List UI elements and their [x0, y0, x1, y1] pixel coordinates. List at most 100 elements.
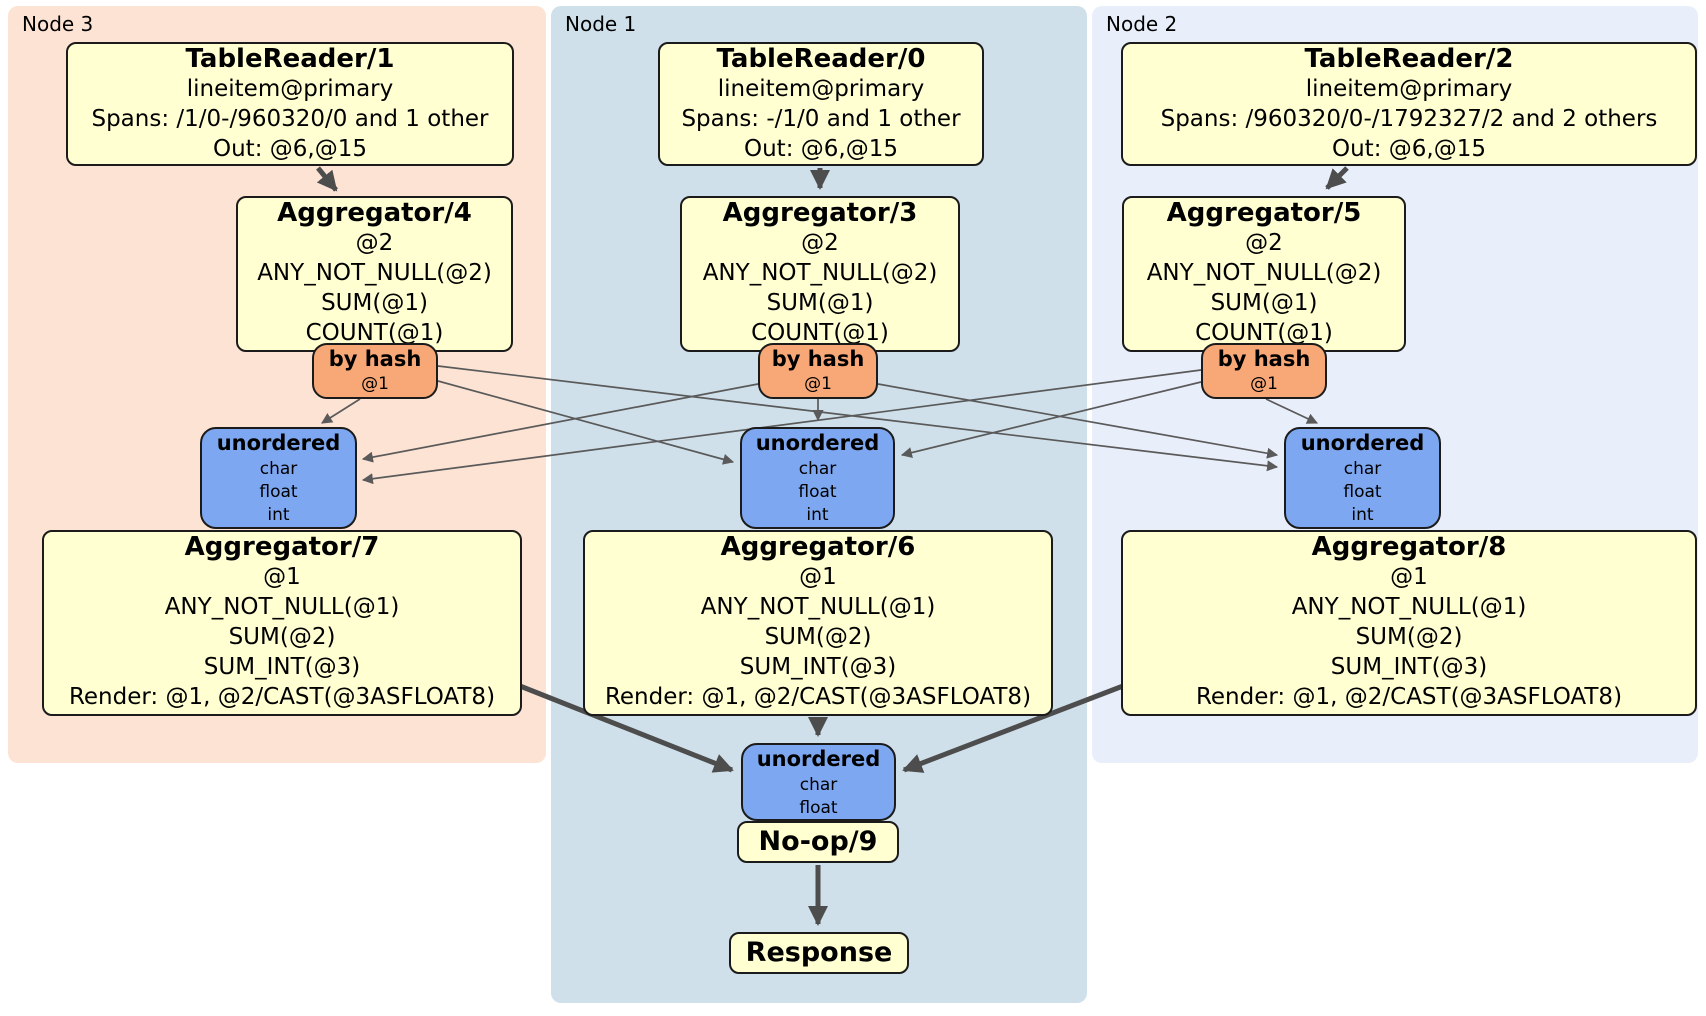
- box-line: COUNT(@1): [1195, 320, 1333, 346]
- box-line: SUM_INT(@3): [203, 654, 361, 680]
- router-title: by hash: [328, 347, 422, 371]
- edge-hash2-sync2: [1265, 398, 1318, 424]
- sync-type: int: [267, 505, 290, 525]
- box-line: Spans: -/1/0 and 1 other: [681, 106, 961, 132]
- box-line: ANY_NOT_NULL(@1): [164, 594, 400, 620]
- router-title: by hash: [1217, 347, 1311, 371]
- hash-router-node1: by hash @1: [758, 343, 878, 399]
- box-line: SUM(@2): [1355, 624, 1463, 650]
- box-title: Aggregator/7: [184, 532, 380, 562]
- box-line: ANY_NOT_NULL(@1): [1291, 594, 1527, 620]
- box-line: SUM(@2): [228, 624, 336, 650]
- hash-router-node3: by hash @1: [312, 343, 438, 399]
- box-title: TableReader/1: [185, 44, 395, 74]
- aggregator-5-box: Aggregator/5 @2 ANY_NOT_NULL(@2) SUM(@1)…: [1122, 196, 1406, 352]
- box-title: Aggregator/4: [277, 198, 472, 228]
- box-title: Aggregator/5: [1166, 198, 1362, 228]
- box-line: ANY_NOT_NULL(@2): [257, 260, 492, 286]
- router-title: by hash: [771, 347, 865, 371]
- node-label-3: Node 3: [22, 12, 94, 36]
- box-line: lineitem@primary: [1305, 76, 1513, 102]
- noop-box: No-op/9: [737, 821, 899, 863]
- edge-hash2-sync3: [361, 369, 1202, 485]
- router-key: @1: [1250, 374, 1278, 394]
- edge-tr2-agg5: [1325, 166, 1349, 190]
- edge-hash1-sync2: [877, 383, 1279, 459]
- box-title: TableReader/0: [716, 44, 926, 74]
- sync-type: char: [799, 775, 838, 795]
- box-line: SUM_INT(@3): [1330, 654, 1488, 680]
- box-line: Render: @1, @2/CAST(@3ASFLOAT8): [1195, 684, 1623, 710]
- unordered-sync-node3: unordered char float int: [200, 427, 357, 529]
- box-title: Aggregator/8: [1311, 532, 1507, 562]
- sync-type: char: [798, 459, 837, 479]
- box-line: SUM(@1): [766, 290, 874, 316]
- box-line: ANY_NOT_NULL(@1): [700, 594, 936, 620]
- box-line: @2: [355, 230, 394, 256]
- box-line: Out: @6,@15: [744, 136, 898, 162]
- box-line: @1: [1390, 564, 1428, 590]
- edge-agg8-sync: [902, 683, 1124, 773]
- router-key: @1: [804, 374, 832, 394]
- aggregator-8-box: Aggregator/8 @1 ANY_NOT_NULL(@1) SUM(@2)…: [1121, 530, 1697, 716]
- hash-router-node2: by hash @1: [1201, 343, 1327, 399]
- unordered-sync-node1: unordered char float int: [740, 427, 895, 529]
- sync-type: float: [259, 482, 298, 502]
- box-line: lineitem@primary: [717, 76, 925, 102]
- box-line: ANY_NOT_NULL(@2): [702, 260, 938, 286]
- box-line: lineitem@primary: [186, 76, 394, 102]
- aggregator-7-box: Aggregator/7 @1 ANY_NOT_NULL(@1) SUM(@2)…: [42, 530, 522, 716]
- box-line: SUM(@1): [321, 290, 428, 316]
- response-box: Response: [729, 932, 909, 974]
- edge-hash3-sync2: [437, 365, 1279, 472]
- box-title: No-op/9: [758, 826, 878, 857]
- box-line: @1: [799, 564, 837, 590]
- sync-type: int: [806, 505, 829, 525]
- edge-agg7-sync: [519, 683, 734, 773]
- unordered-sync-node2: unordered char float int: [1284, 427, 1441, 529]
- box-line: COUNT(@1): [305, 320, 444, 346]
- sync-type: float: [1343, 482, 1382, 502]
- box-line: SUM(@2): [764, 624, 872, 650]
- box-line: @1: [263, 564, 301, 590]
- box-title: TableReader/2: [1304, 44, 1514, 74]
- sync-type: float: [798, 482, 837, 502]
- box-line: Spans: /1/0-/960320/0 and 1 other: [91, 106, 489, 132]
- sync-type: int: [1351, 505, 1374, 525]
- sync-title: unordered: [756, 747, 881, 771]
- sync-title: unordered: [1300, 431, 1425, 455]
- sync-type: char: [259, 459, 298, 479]
- tablereader-0-box: TableReader/0 lineitem@primary Spans: -/…: [658, 42, 984, 166]
- box-title: Response: [745, 937, 893, 968]
- node-label-1: Node 1: [565, 12, 637, 36]
- box-line: @2: [1245, 230, 1283, 256]
- box-line: COUNT(@1): [751, 320, 889, 346]
- edge-hash1-sync3: [361, 383, 759, 463]
- box-line: SUM(@1): [1210, 290, 1318, 316]
- edge-hash3-sync1: [437, 380, 735, 465]
- aggregator-6-box: Aggregator/6 @1 ANY_NOT_NULL(@1) SUM(@2)…: [583, 530, 1053, 716]
- node-label-2: Node 2: [1106, 12, 1178, 36]
- router-key: @1: [361, 374, 389, 394]
- tablereader-1-box: TableReader/1 lineitem@primary Spans: /1…: [66, 42, 514, 166]
- box-line: Out: @6,@15: [1332, 136, 1486, 162]
- sync-title: unordered: [216, 431, 341, 455]
- edge-hash2-sync1: [900, 381, 1202, 459]
- tablereader-2-box: TableReader/2 lineitem@primary Spans: /9…: [1121, 42, 1697, 166]
- box-line: Out: @6,@15: [213, 136, 367, 162]
- box-line: Render: @1, @2/CAST(@3ASFLOAT8): [604, 684, 1032, 710]
- sync-title: unordered: [755, 431, 880, 455]
- edge-hash3-sync3: [321, 398, 361, 424]
- box-title: Aggregator/3: [722, 198, 918, 228]
- edge-tr1-agg4: [316, 166, 338, 192]
- box-line: ANY_NOT_NULL(@2): [1146, 260, 1382, 286]
- box-line: @2: [801, 230, 839, 256]
- sync-type: char: [1343, 459, 1382, 479]
- box-line: SUM_INT(@3): [739, 654, 897, 680]
- box-line: Spans: /960320/0-/1792327/2 and 2 others: [1160, 106, 1658, 132]
- box-title: Aggregator/6: [720, 532, 916, 562]
- final-unordered-sync: unordered char float: [741, 743, 896, 821]
- aggregator-4-box: Aggregator/4 @2 ANY_NOT_NULL(@2) SUM(@1)…: [236, 196, 513, 352]
